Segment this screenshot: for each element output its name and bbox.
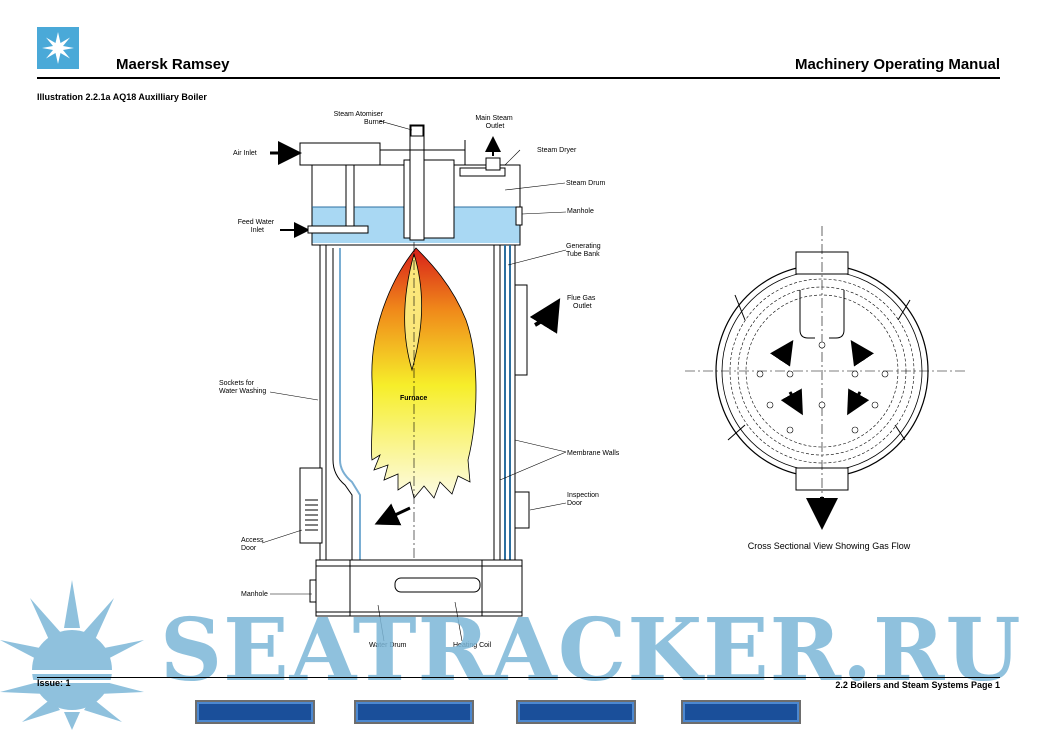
- nav-button-1[interactable]: [195, 700, 315, 724]
- issue-number: Issue: 1: [37, 678, 71, 688]
- nav-button-3[interactable]: [516, 700, 636, 724]
- footer-rule: [37, 677, 1000, 678]
- company-name: Maersk Ramsey: [116, 56, 230, 73]
- label-feed-water-inlet: Feed Water Inlet: [238, 219, 276, 234]
- label-water-drum: Water Drum: [369, 642, 407, 649]
- page-reference: 2.2 Boilers and Steam Systems Page 1: [835, 680, 1000, 690]
- label-membrane-walls: Membrane Walls: [567, 450, 620, 457]
- main-steam-outlet: [485, 136, 501, 171]
- label-air-inlet: Air Inlet: [233, 150, 257, 157]
- header-rule: [37, 77, 1000, 79]
- feed-water-inlet: [280, 222, 369, 238]
- illustration-caption: Illustration 2.2.1a AQ18 Auxilliary Boil…: [37, 92, 207, 102]
- label-manhole-bottom: Manhole: [241, 591, 268, 598]
- label-sockets-water-washing: Sockets for Water Washing: [219, 380, 266, 395]
- label-steam-atomiser-burner: Steam Atomiser Burner: [334, 111, 386, 126]
- water-drum: [309, 559, 523, 617]
- label-steam-drum: Steam Drum: [566, 180, 605, 187]
- label-manhole-top: Manhole: [567, 208, 594, 215]
- label-furnace: Furnace: [400, 395, 427, 402]
- label-flue-gas-outlet: Flue Gas Outlet: [567, 295, 597, 310]
- sun-logo-icon: [0, 580, 144, 730]
- manual-title: Machinery Operating Manual: [794, 56, 1000, 73]
- furnace-walls: [299, 245, 530, 560]
- maersk-star-icon: [37, 27, 79, 69]
- air-inlet-duct: [270, 141, 381, 166]
- label-access-door: Access Door: [241, 537, 266, 552]
- label-generating-tube-bank: Generating Tube Bank: [566, 243, 603, 258]
- flue-gas-arrow: [529, 298, 561, 334]
- nav-button-4[interactable]: [681, 700, 801, 724]
- label-cross-section: Cross Sectional View Showing Gas Flow: [748, 541, 911, 551]
- label-inspection-door: Inspection Door: [567, 492, 601, 507]
- label-steam-dryer: Steam Dryer: [537, 147, 577, 154]
- label-heating-coil: Heating Coil: [453, 642, 492, 649]
- cross-section-view: [685, 226, 965, 530]
- furnace-flame: [371, 242, 477, 560]
- steam-atomiser-burner: [380, 125, 466, 165]
- nav-button-2[interactable]: [354, 700, 474, 724]
- watermark-text: SEATRACKER.RU: [160, 600, 1022, 701]
- label-main-steam-outlet: Main Steam Outlet: [475, 115, 514, 130]
- leader-lines: [261, 120, 567, 642]
